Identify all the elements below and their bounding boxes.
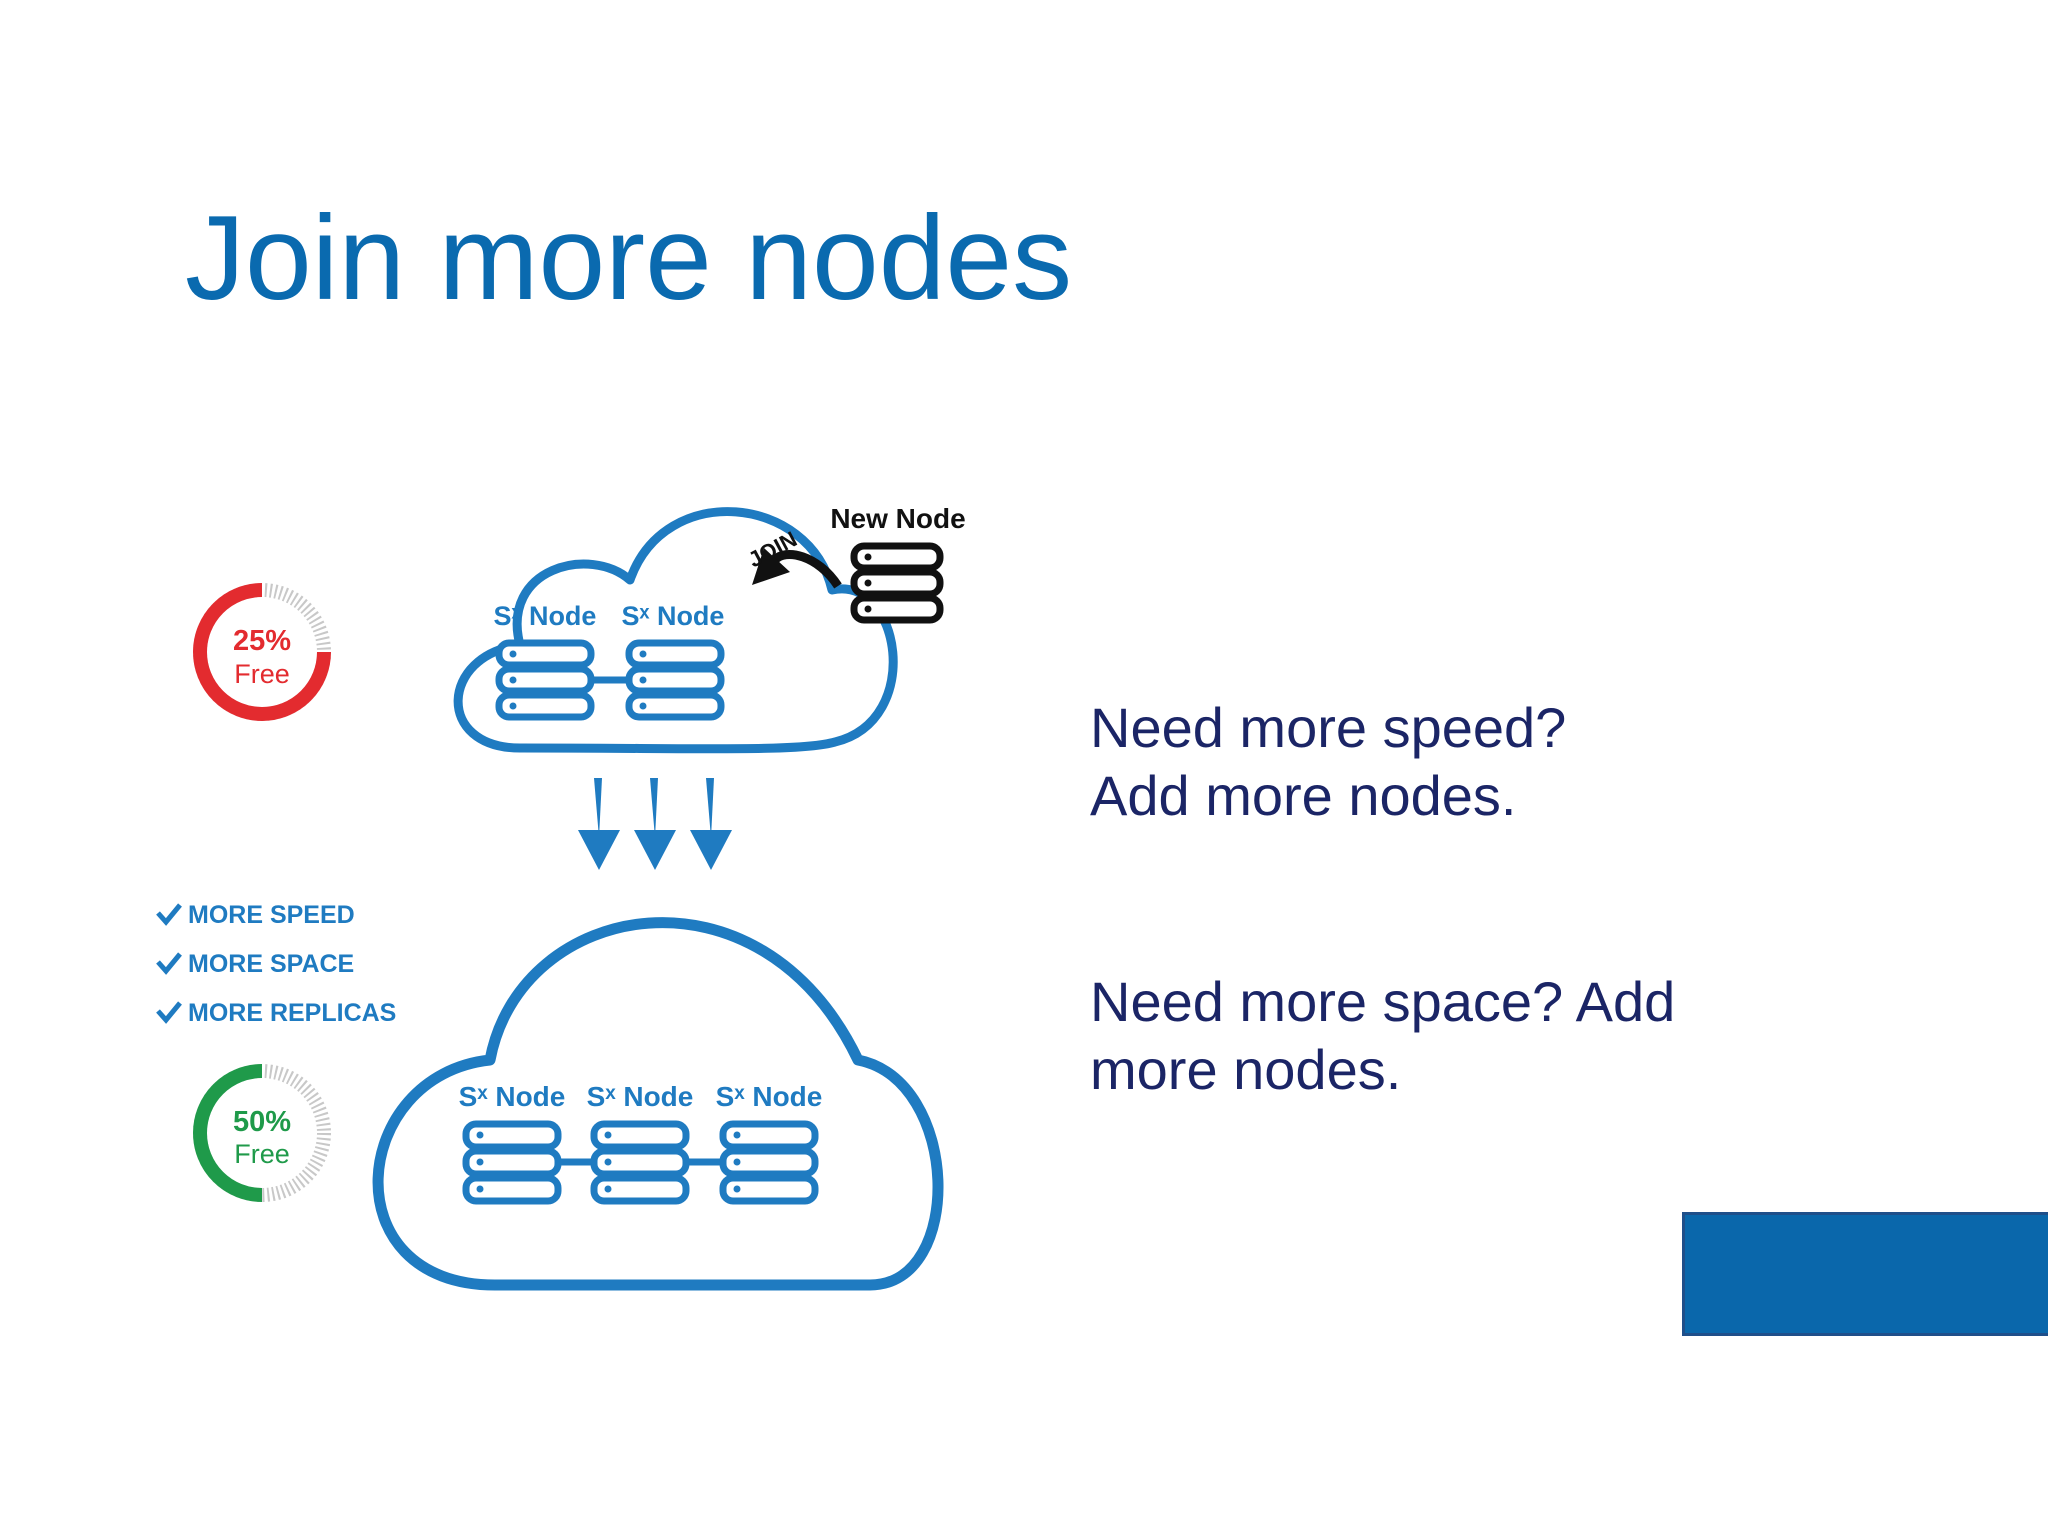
bottom-node-label-2: Sˣ Node	[587, 1081, 694, 1112]
bottom-server-2	[590, 1120, 690, 1205]
gauge-top-arc	[193, 583, 331, 721]
gauge-bottom-arc	[193, 1064, 263, 1202]
space-line-2: more nodes.	[1090, 1038, 1402, 1101]
down-arrow-icon	[634, 778, 676, 870]
checkmark-icon	[156, 903, 182, 926]
bottom-node-label-3: Sˣ Node	[716, 1081, 823, 1112]
gauge-bottom-percent: 50%	[233, 1106, 291, 1138]
speed-answer: Add more nodes.	[1090, 764, 1517, 827]
top-cloud: Sˣ Node Sˣ Node	[453, 507, 898, 754]
gauge-bottom-caption: Free	[234, 1139, 290, 1169]
bottom-server-3	[719, 1120, 819, 1205]
space-paragraph: Need more space? Add more nodes.	[1090, 968, 1810, 1104]
checkmark-icon	[156, 1001, 182, 1024]
join-arrow-icon	[771, 549, 842, 589]
gauge-bottom: 50% Free	[193, 1064, 331, 1202]
benefit-item: MORE REPLICAS	[156, 999, 396, 1027]
top-server-2	[625, 639, 725, 721]
benefit-item: MORE SPACE	[156, 950, 354, 978]
speed-question: Need more speed?	[1090, 696, 1567, 759]
gauge-top-caption: Free	[234, 659, 290, 689]
bottom-server-1	[462, 1120, 562, 1205]
speed-paragraph: Need more speed? Add more nodes.	[1090, 694, 1810, 830]
corner-accent-block	[1682, 1212, 2048, 1336]
benefit-label: MORE SPEED	[188, 901, 355, 929]
bottom-node-label-1: Sˣ Node	[459, 1081, 566, 1112]
down-arrow-icon	[578, 778, 620, 870]
gauge-top: 25% Free	[193, 583, 331, 721]
top-server-1	[495, 639, 595, 721]
down-arrows	[578, 778, 732, 870]
space-line-1: Need more space? Add	[1090, 970, 1676, 1033]
top-node-label-2: Sˣ Node	[622, 601, 725, 631]
down-arrow-icon	[690, 778, 732, 870]
new-node-label: New Node	[830, 503, 965, 534]
slide-title: Join more nodes	[185, 191, 1073, 325]
bottom-cloud: Sˣ Node Sˣ Node Sˣ Node	[372, 917, 944, 1291]
benefit-label: MORE SPACE	[188, 950, 354, 978]
new-node: New Node	[830, 503, 966, 624]
benefits-list: MORE SPEED MORE SPACE MORE REPLICAS	[156, 901, 396, 1027]
benefit-label: MORE REPLICAS	[188, 999, 396, 1027]
benefit-item: MORE SPEED	[156, 901, 355, 929]
top-node-label-1: Sˣ Node	[494, 601, 597, 631]
new-node-server-icon	[850, 542, 944, 624]
checkmark-icon	[156, 952, 182, 975]
gauge-top-percent: 25%	[233, 625, 291, 657]
